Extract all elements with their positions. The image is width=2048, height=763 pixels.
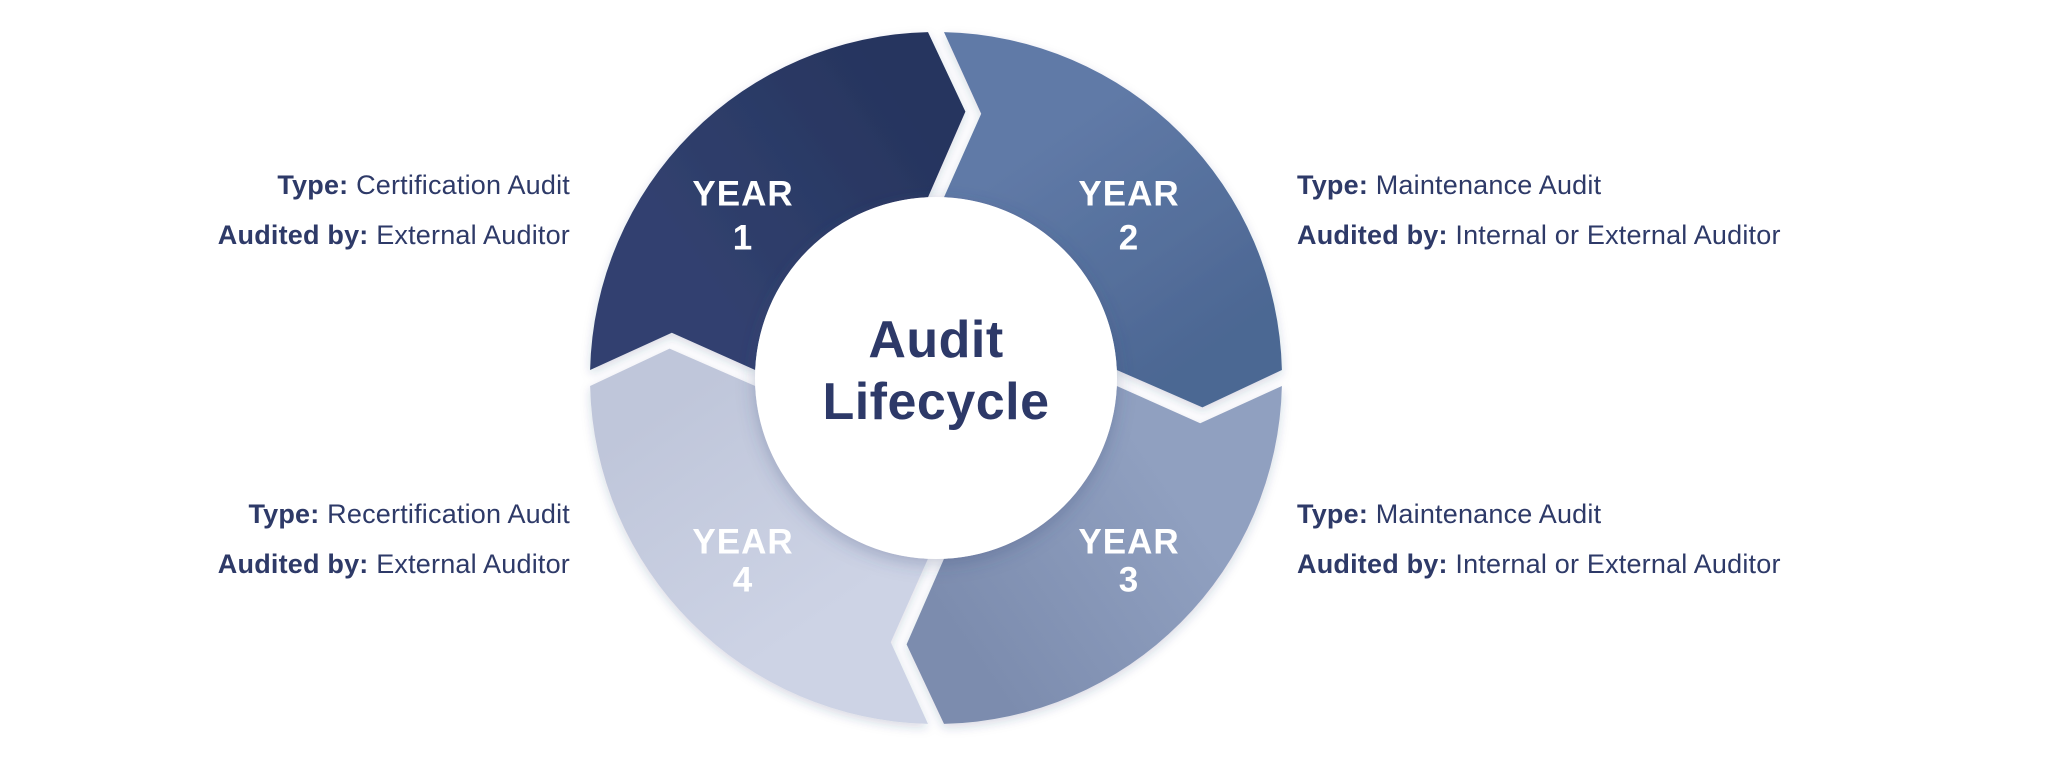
year1-label-number: 1 [733,219,753,258]
type-value: Certification Audit [356,170,570,200]
year1-label-word: YEAR [692,175,793,214]
segment-year-4 [590,348,928,724]
year4-label-number: 4 [733,561,753,600]
type-label: Type: [277,170,349,200]
center-circle [755,197,1117,559]
auditor-label: Audited by: [1297,549,1448,579]
segment-labels: YEAR 1 YEAR 2 YEAR 3 YEAR 4 [692,175,1179,600]
type-value: Maintenance Audit [1375,499,1602,529]
type-label: Type: [248,499,320,529]
auditor-label: Audited by: [1297,220,1448,250]
annotation-year3: Type: Maintenance Audit Audited by: Inte… [1297,489,1781,589]
year3-label-number: 3 [1119,561,1139,600]
center-text: Audit Lifecycle [822,311,1049,431]
annotation-year4-auditor: Audited by: External Auditor [218,539,570,589]
center-title-line2: Lifecycle [822,373,1049,431]
segment-year-1 [590,32,966,370]
annotation-year1-auditor: Audited by: External Auditor [218,210,570,260]
type-label: Type: [1297,499,1369,529]
year4-label-word: YEAR [692,523,793,562]
annotation-year1: Type: Certification Audit Audited by: Ex… [218,160,570,260]
auditor-value: Internal or External Auditor [1455,220,1781,250]
annotation-year3-type: Type: Maintenance Audit [1297,489,1781,539]
annotation-year2-type: Type: Maintenance Audit [1297,160,1781,210]
annotation-year4-type: Type: Recertification Audit [218,489,570,539]
auditor-value: Internal or External Auditor [1455,549,1781,579]
annotation-year2-auditor: Audited by: Internal or External Auditor [1297,210,1781,260]
annotation-year3-auditor: Audited by: Internal or External Auditor [1297,539,1781,589]
year3-label-word: YEAR [1078,523,1179,562]
type-value: Recertification Audit [327,499,570,529]
type-value: Maintenance Audit [1375,170,1602,200]
cycle-segments [590,32,1282,724]
annotation-year4: Type: Recertification Audit Audited by: … [218,489,570,589]
auditor-value: External Auditor [376,220,570,250]
auditor-label: Audited by: [217,220,369,250]
annotation-year2: Type: Maintenance Audit Audited by: Inte… [1297,160,1781,260]
auditor-value: External Auditor [376,549,570,579]
year2-label-number: 2 [1119,219,1139,258]
segment-year-2 [944,32,1282,408]
annotation-year1-type: Type: Certification Audit [218,160,570,210]
type-label: Type: [1297,170,1369,200]
center-title-line1: Audit [868,311,1003,369]
year2-label-word: YEAR [1078,175,1179,214]
segment-year-3 [906,386,1282,724]
auditor-label: Audited by: [217,549,369,579]
